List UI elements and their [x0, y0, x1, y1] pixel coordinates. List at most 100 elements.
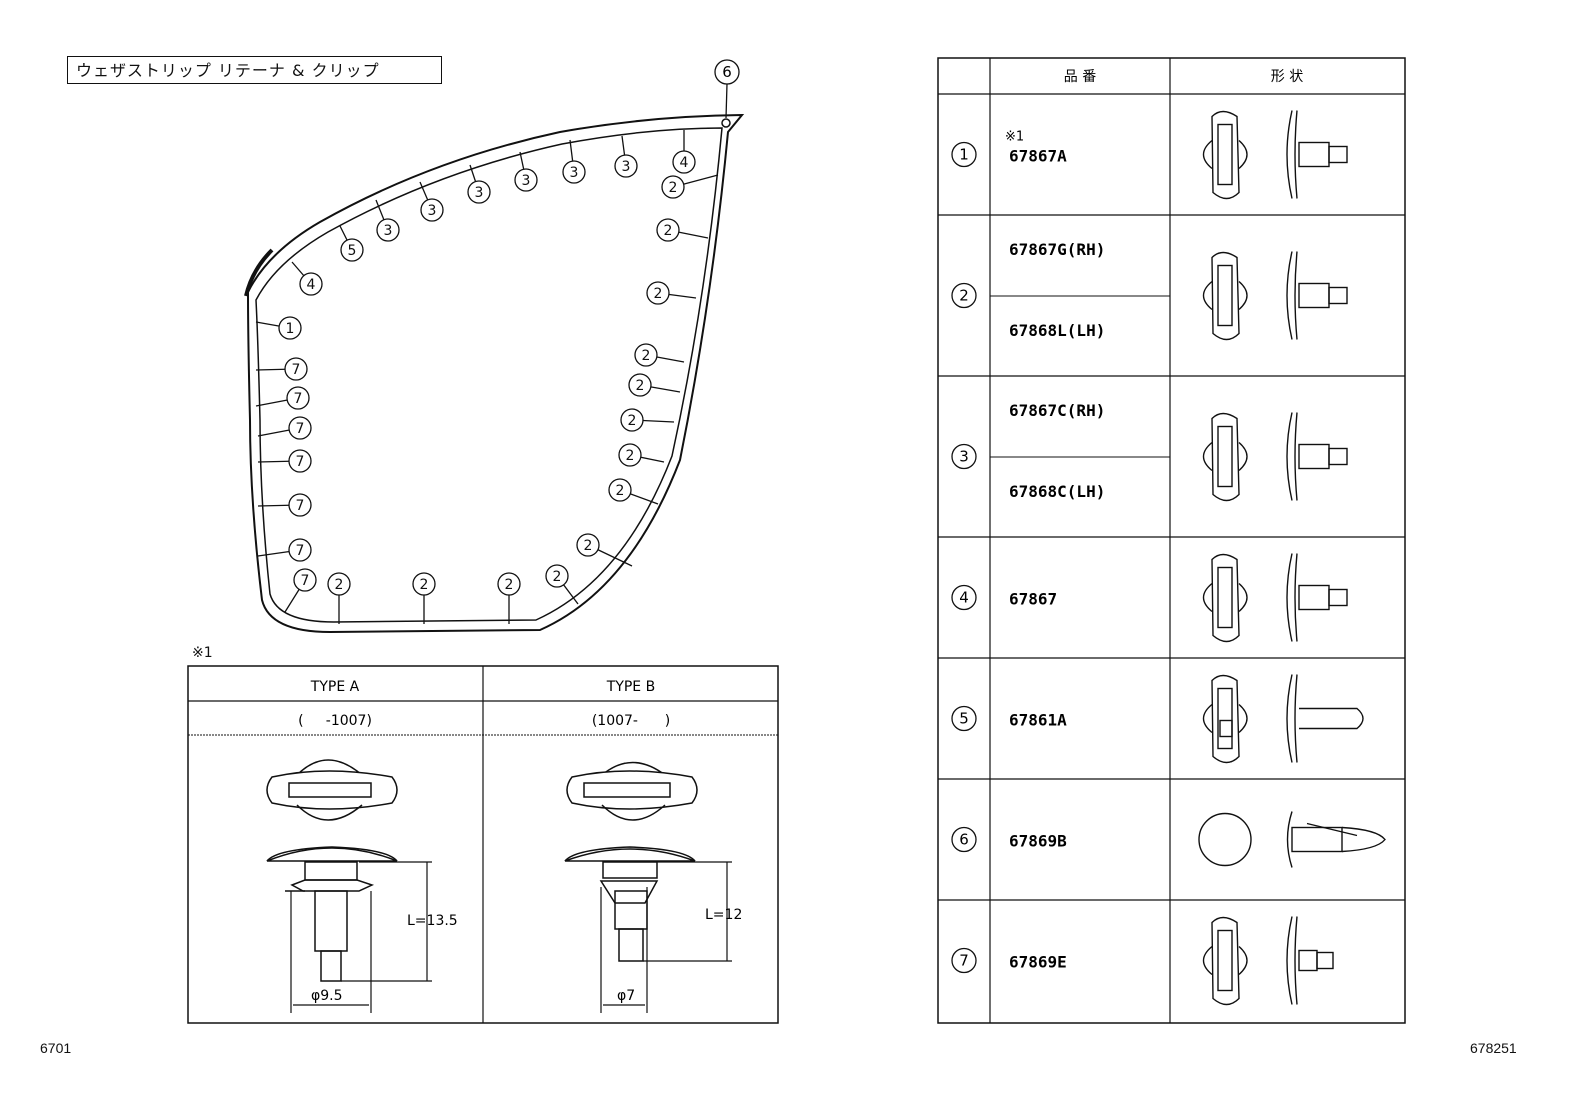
callout-top-6-label: 3	[570, 165, 579, 181]
callout-left-2	[286, 386, 310, 410]
clip-shape-drawing	[1198, 811, 1386, 868]
weatherstrip-inner	[255, 127, 723, 623]
type-b-diameter: φ7	[617, 988, 635, 1004]
row-number: 1	[959, 146, 969, 164]
clip-shape-drawing	[1202, 916, 1334, 1006]
parts-row-1: 1 ※1 67867A	[951, 110, 1348, 200]
callout-top-7	[614, 154, 638, 178]
callout-right-1	[656, 218, 680, 242]
callout-top-5	[514, 168, 538, 192]
callout-top-3-label: 3	[428, 203, 437, 219]
callout-bottom-0-label: 2	[335, 577, 344, 593]
callout-left-4	[288, 449, 312, 473]
callout-6-label: 6	[722, 63, 732, 81]
callout-top-3	[420, 198, 444, 222]
callout-left-6-label: 7	[296, 543, 305, 559]
callout-top-2-label: 3	[384, 223, 393, 239]
callout-top-4-label: 3	[475, 185, 484, 201]
callout-right-1-label: 2	[664, 223, 673, 239]
callout-right-8	[576, 533, 600, 557]
callout-top-0	[299, 272, 323, 296]
callout-top-8-label: 4	[680, 155, 689, 171]
row-number-circle	[951, 584, 977, 611]
row-number: 3	[959, 448, 969, 466]
diagram-title: ウェザストリップ リテーナ & クリップ	[67, 56, 442, 84]
callout-top-0-label: 4	[307, 277, 316, 293]
callout-right-7	[608, 478, 632, 502]
callout-bottom-0	[327, 572, 351, 596]
callout-top-1-label: 5	[348, 243, 357, 259]
row-number: 2	[959, 287, 969, 305]
callout-top-8	[672, 150, 696, 174]
callout-right-4-label: 2	[636, 378, 645, 394]
callout-left-6	[288, 538, 312, 562]
part-number: 67867	[1009, 590, 1057, 609]
clip-shape-drawing	[1202, 412, 1348, 502]
header-part-number: 品 番	[1064, 69, 1096, 85]
callout-top-2	[376, 218, 400, 242]
callout-bottom-3-label: 2	[553, 569, 562, 585]
callout-right-4	[628, 373, 652, 397]
row-number-circle	[951, 947, 977, 974]
callout-right-3-label: 2	[642, 348, 651, 364]
callout-left-5-label: 7	[296, 498, 305, 514]
callout-right-0	[661, 175, 685, 199]
callout-left-7	[293, 568, 317, 592]
callout-top-7-label: 3	[622, 159, 631, 175]
callout-left-1	[284, 357, 308, 381]
clip-shape-drawing	[1202, 110, 1348, 200]
footer-right-code: 678251	[1470, 1040, 1517, 1056]
callout-left-7-label: 7	[301, 573, 310, 589]
callout-top-4	[467, 180, 491, 204]
row-number: 7	[959, 952, 969, 970]
part-number: 67867G(RH)	[1009, 240, 1105, 259]
callout-left-4-label: 7	[296, 454, 305, 470]
callout-bottom-1-label: 2	[420, 577, 429, 593]
callout-bottom-2-label: 2	[505, 577, 514, 593]
type-a-label: TYPE A	[310, 679, 360, 695]
row-number-circle	[951, 826, 977, 853]
header-shape: 形 状	[1271, 69, 1303, 85]
row-note: ※1	[1005, 130, 1024, 145]
part-number: 67861A	[1009, 711, 1067, 730]
callout-left-1-label: 7	[292, 362, 301, 378]
callout-left-5	[288, 493, 312, 517]
row-number-circle	[951, 705, 977, 732]
callout-right-2-label: 2	[654, 286, 663, 302]
callout-left-2-label: 7	[294, 391, 303, 407]
type-a-clip-drawing	[266, 759, 398, 982]
callout-bottom-2	[497, 572, 521, 596]
part-number: 67867A	[1009, 147, 1067, 166]
callout-left-3-label: 7	[296, 421, 305, 437]
clip-shape-drawing	[1202, 251, 1348, 341]
type-b-length: L=12	[705, 907, 742, 923]
row-number-circle	[951, 141, 977, 168]
row-number-circle	[951, 443, 977, 470]
parts-row-5: 5 67861A	[951, 674, 1364, 764]
callout-bottom-3	[545, 564, 569, 588]
callout-top-1	[340, 238, 364, 262]
callout-right-7-label: 2	[616, 483, 625, 499]
callout-left-3	[288, 416, 312, 440]
clip-shape-drawing	[1202, 674, 1364, 764]
row-number-circle	[951, 282, 977, 309]
callout-right-2	[646, 281, 670, 305]
callout-right-5-label: 2	[628, 413, 637, 429]
callout-bottom-1	[412, 572, 436, 596]
footer-left-code: 6701	[40, 1040, 72, 1056]
callout-6: 6	[714, 59, 740, 118]
clip-shape-drawing	[1202, 553, 1348, 643]
part-number: 67868C(LH)	[1009, 482, 1105, 501]
callout-right-5	[620, 408, 644, 432]
part-number: 67869B	[1009, 832, 1067, 851]
callout-right-6-label: 2	[626, 448, 635, 464]
callout-right-8-label: 2	[584, 538, 593, 554]
weatherstrip-outline	[246, 113, 745, 634]
row-number: 5	[959, 710, 969, 728]
